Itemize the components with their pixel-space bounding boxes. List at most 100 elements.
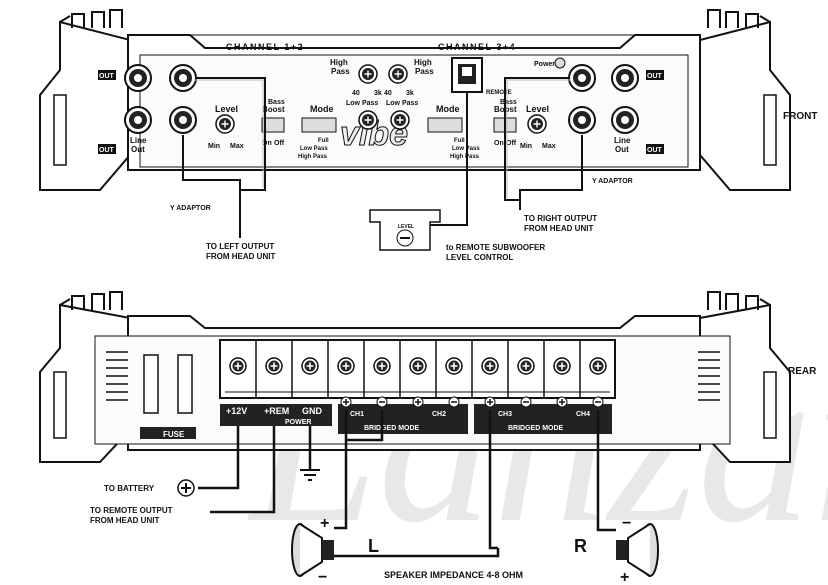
level-left-label: Level	[215, 104, 238, 114]
terminal-ch1-plus	[337, 357, 355, 375]
rca-left-outer-bottom	[124, 106, 152, 134]
bass-boost-right-1: Bass	[500, 99, 517, 106]
remote-label: REMOTE	[486, 90, 512, 96]
mode-right-highpass: High Pass	[450, 154, 480, 160]
bb-left-off: Off	[274, 140, 285, 147]
battery-plus-icon	[177, 479, 195, 497]
rca-left-bottom	[169, 106, 197, 134]
to-left-output-1: TO LEFT OUTPUT	[206, 242, 274, 251]
terminal-ch2-minus	[445, 357, 463, 375]
out-tag-left-mid: OUT	[99, 147, 115, 154]
mode-left-lowpass: Low Pass	[300, 146, 328, 152]
ground-icon	[300, 469, 320, 481]
rca-left-top	[169, 64, 197, 92]
label-power: POWER	[285, 419, 311, 426]
terminal-gnd	[301, 357, 319, 375]
power-label: Power	[534, 61, 555, 68]
rear-wiring	[198, 410, 612, 550]
line-out-right-2: Out	[615, 145, 629, 154]
mode-left-label: Mode	[310, 104, 334, 114]
hp-left-1: High	[330, 58, 348, 67]
rca-right-top	[568, 64, 596, 92]
label-ch1: CH1	[350, 411, 364, 418]
speaker-left-plus: +	[320, 515, 329, 532]
lp-left-label: Low Pass	[346, 100, 378, 107]
mode-left-full: Full	[318, 138, 329, 144]
mode-left-highpass: High Pass	[298, 154, 328, 160]
speaker-right-label: R	[574, 536, 587, 556]
speaker-left-minus: −	[318, 569, 327, 585]
to-left-output-2: FROM HEAD UNIT	[206, 252, 275, 261]
terminal-ch3-minus	[517, 357, 535, 375]
front-cables	[182, 77, 583, 238]
hp-3k-right: 3k	[406, 90, 414, 97]
speaker-right-minus: −	[622, 515, 631, 532]
bb-left-on: On	[262, 140, 272, 147]
label-ch3: CH3	[498, 411, 512, 418]
label-rem: +REM	[264, 406, 289, 416]
terminal-ch2-plus	[409, 357, 427, 375]
speaker-right-icon	[616, 523, 659, 577]
to-remote-2: LEVEL CONTROL	[446, 253, 514, 262]
to-right-output-1: TO RIGHT OUTPUT	[524, 214, 597, 223]
line-out-left-1: Line	[130, 136, 147, 145]
rca-right-outer-top	[611, 64, 639, 92]
mode-right-label: Mode	[436, 104, 460, 114]
bass-boost-left-2: Boost	[262, 105, 285, 114]
terminal-ch3-plus	[481, 357, 499, 375]
hp-left-knob	[358, 64, 378, 84]
to-remote-output-2: FROM HEAD UNIT	[90, 516, 159, 525]
hp-right-knob	[388, 64, 408, 84]
bb-right-off: Off	[506, 140, 517, 147]
mode-right-full: Full	[454, 138, 465, 144]
front-side-label: FRONT	[783, 111, 817, 122]
level-left-min: Min	[208, 143, 220, 150]
label-gnd: GND	[302, 406, 323, 416]
to-battery-label: TO BATTERY	[104, 484, 155, 493]
speaker-left-icon	[291, 523, 334, 577]
channel-1-2-label: CHANNEL 1+2	[226, 42, 304, 52]
speaker-left-label: L	[368, 536, 379, 556]
terminal-12v	[229, 357, 247, 375]
rca-right-outer-bottom	[611, 106, 639, 134]
front-amplifier-panel	[39, 9, 791, 191]
lp-right-label: Low Pass	[386, 100, 418, 107]
y-adaptor-right: Y ADAPTOR	[592, 178, 633, 185]
fuse-label: FUSE	[163, 430, 185, 439]
out-tag-right-mid: OUT	[647, 147, 663, 154]
to-remote-output-1: TO REMOTE OUTPUT	[90, 506, 173, 515]
level-right-knob	[527, 114, 547, 134]
bass-boost-left-1: Bass	[268, 99, 285, 106]
hp-right-2: Pass	[415, 67, 434, 76]
level-right-label: Level	[526, 104, 549, 114]
level-left-knob	[215, 114, 235, 134]
lp-left-knob	[358, 110, 378, 130]
hp-left-2: Pass	[331, 67, 350, 76]
label-ch4: CH4	[576, 411, 590, 418]
terminal-ch1-minus	[373, 357, 391, 375]
y-adaptor-left: Y ADAPTOR	[170, 205, 211, 212]
rca-right-bottom	[568, 106, 596, 134]
to-right-output-2: FROM HEAD UNIT	[524, 224, 593, 233]
label-bridged-2: BRIDGED MODE	[508, 425, 564, 432]
line-out-right-1: Line	[614, 136, 631, 145]
channel-3-4-label: CHANNEL 3+4	[438, 42, 516, 52]
out-tag-right-top: OUT	[647, 73, 663, 80]
hp-40-right: 40	[384, 90, 392, 97]
bb-right-on: On	[494, 140, 504, 147]
level-left-max: Max	[230, 143, 244, 150]
rca-left-outer-top	[124, 64, 152, 92]
hp-right-1: High	[414, 58, 432, 67]
level-right-min: Min	[520, 143, 532, 150]
rear-side-label: REAR	[788, 366, 817, 377]
lp-right-knob	[390, 110, 410, 130]
out-tag-left-top: OUT	[99, 73, 115, 80]
to-remote-1: to REMOTE SUBWOOFER	[446, 243, 545, 252]
label-ch2: CH2	[432, 411, 446, 418]
speaker-impedance: SPEAKER IMPEDANCE 4-8 OHM	[384, 570, 523, 580]
label-bridged-1: BRIDGED MODE	[364, 425, 420, 432]
level-right-max: Max	[542, 143, 556, 150]
terminal-rem	[265, 357, 283, 375]
terminal-ch4-minus	[589, 357, 607, 375]
